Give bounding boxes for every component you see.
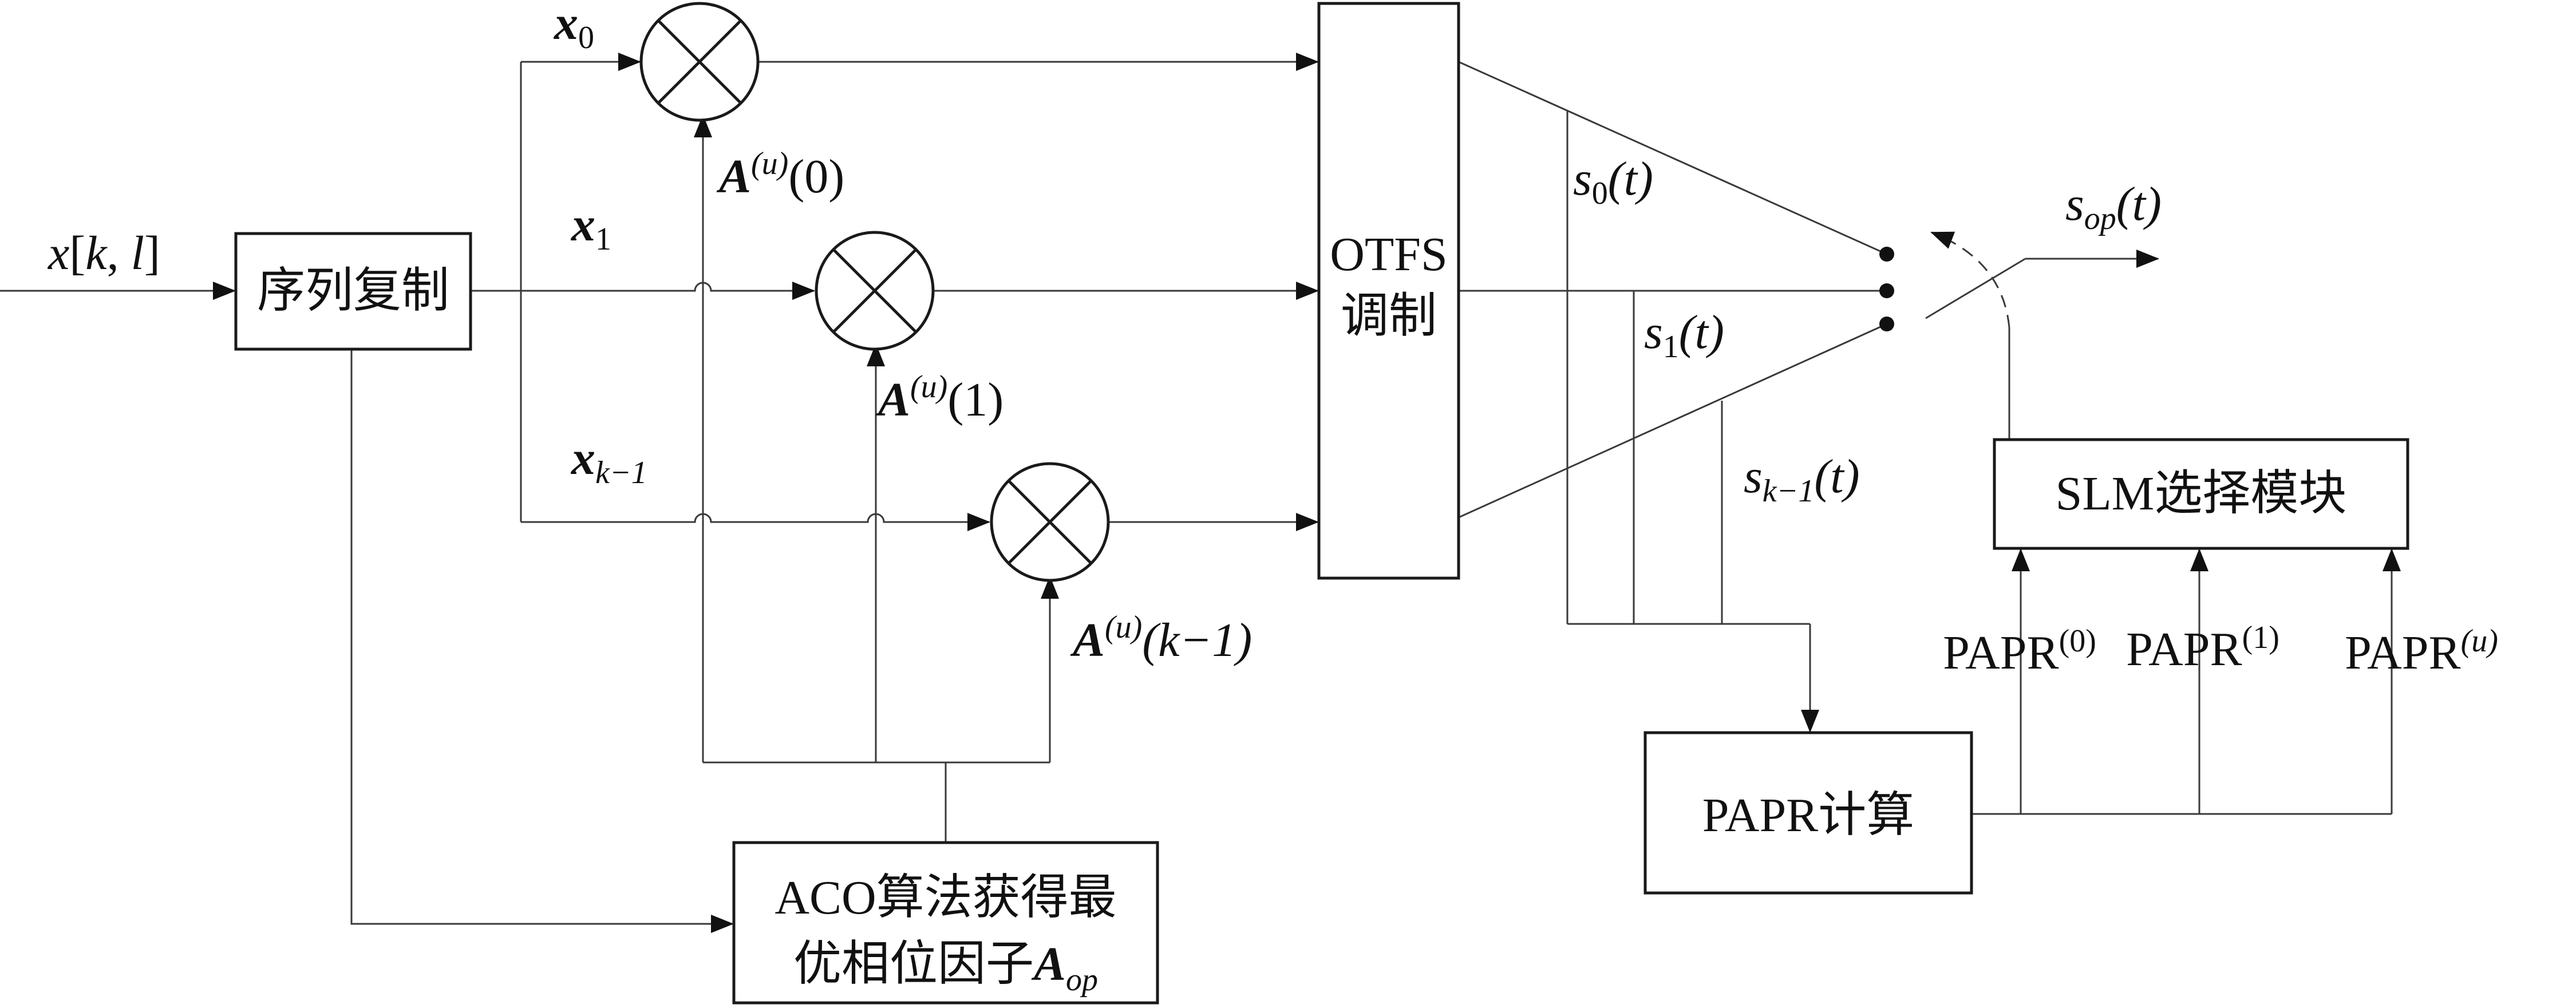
s1-label: s1(t) <box>1644 306 1724 365</box>
xk-label: xk−1 <box>570 432 647 491</box>
slm-label: SLM选择模块 <box>2056 467 2347 520</box>
wires <box>0 53 2401 933</box>
seq-copy-label: 序列复制 <box>257 262 449 318</box>
papr-calc-label: PAPR计算 <box>1702 789 1914 842</box>
output-label: sop(t) <box>2065 177 2162 236</box>
multiplier-1 <box>815 231 935 351</box>
s0-label: s0(t) <box>1573 152 1653 211</box>
a1-label: A(u)(1) <box>875 369 1003 426</box>
ak-label: A(u)(k−1) <box>1070 610 1252 667</box>
aco-label-line2: 优相位因子Aop <box>793 935 1098 998</box>
otfs-label-line2: 调制 <box>1341 287 1437 343</box>
switch-contacts <box>1879 247 1894 331</box>
otfs-out0-wire <box>1458 61 1887 255</box>
input-label: x[k, l] <box>47 227 160 280</box>
papr-calc-block: PAPR计算 <box>1643 731 1973 895</box>
otfs-label-line1: OTFS <box>1330 228 1447 281</box>
slm-block: SLM选择模块 <box>1993 438 2409 550</box>
aco-block: ACO算法获得最 优相位因子Aop <box>732 841 1159 1005</box>
branchk-in-wire <box>521 513 990 531</box>
x1-label: x1 <box>570 198 611 257</box>
sk-label: sk−1(t) <box>1744 450 1860 509</box>
papru-label: PAPR(u) <box>2345 623 2498 679</box>
contact-k <box>1879 317 1894 331</box>
x0-label: x0 <box>553 0 594 56</box>
multiplier-k <box>990 462 1110 582</box>
multiplier-0 <box>639 2 760 122</box>
branch1-in-wire <box>521 282 815 300</box>
seq-copy-block: 序列复制 <box>234 232 472 351</box>
otfs-outk-wire <box>1458 323 1887 519</box>
papr0-label: PAPR(0) <box>1943 623 2096 679</box>
contact-0 <box>1879 247 1894 262</box>
copy-to-aco-wire <box>350 349 734 933</box>
papr1-label: PAPR(1) <box>2126 620 2279 676</box>
aco-label-line1: ACO算法获得最 <box>775 871 1116 924</box>
contact-1 <box>1879 283 1894 298</box>
switch-blade <box>1925 258 2026 319</box>
otfs-block: OTFS 调制 <box>1317 2 1460 580</box>
a0-label: A(u)(0) <box>716 146 844 203</box>
switch-control-dashed <box>1930 231 2010 328</box>
